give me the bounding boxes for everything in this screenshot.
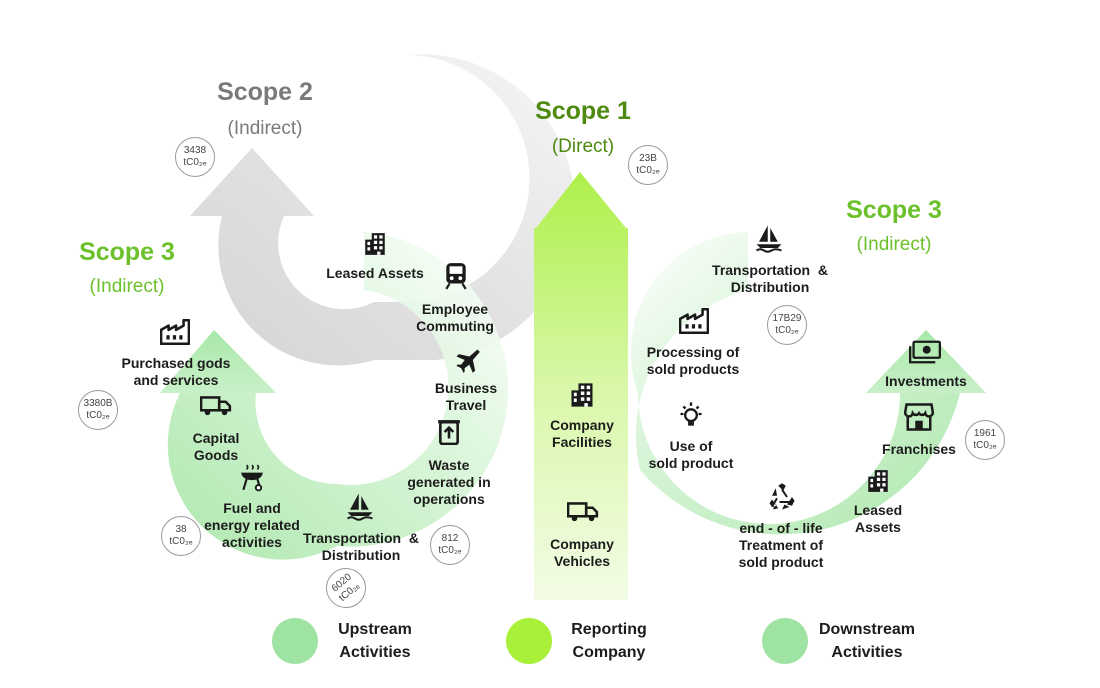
money-icon: [909, 340, 941, 364]
capital-goods-label: Capital Goods: [192, 430, 240, 463]
company-truck-icon: [567, 502, 599, 522]
employee-commuting-label: Employee Commuting: [416, 301, 494, 334]
downstream-leased-assets-label: Leased Assets: [853, 502, 903, 535]
company-vehicles-label: Company Vehicles: [550, 536, 614, 569]
scope3-downstream-subtitle: (Indirect): [856, 234, 932, 255]
investments-label: Investments: [885, 373, 967, 389]
purchased-goods-label: Purchased gods and services: [121, 355, 231, 388]
scope2-title: Scope 2: [217, 78, 313, 106]
legend-reporting-dot: [506, 618, 552, 664]
processing-label: Processing of sold products: [646, 344, 740, 377]
company-facilities-label: Company Facilities: [550, 417, 614, 450]
building-icon: [365, 233, 385, 255]
legend-downstream-label: Downstream Activities: [818, 621, 916, 661]
legend-upstream-label: Upstream Activities: [338, 621, 412, 661]
waste-label: Waste generated in operations: [407, 457, 491, 507]
fuel-energy-label: Fuel and energy related activities: [204, 500, 300, 550]
grill-icon: [241, 464, 263, 492]
scope1-title: Scope 1: [535, 97, 631, 125]
downstream-boat-icon: [755, 225, 782, 253]
shop-icon: [904, 403, 934, 431]
end-of-life-label: end - of - life Treatment of sold produc…: [738, 520, 824, 570]
downstream-arrow: [630, 232, 986, 535]
legend-downstream-dot: [762, 618, 808, 664]
upstream-arrowhead: [160, 330, 276, 393]
franchises-label: Franchises: [882, 441, 956, 457]
scope3-upstream-subtitle: (Indirect): [89, 276, 165, 297]
scope3-downstream-title: Scope 3: [846, 196, 942, 224]
legend-reporting-label: Reporting Company: [571, 621, 647, 661]
business-travel-label: Business Travel: [434, 380, 498, 413]
truck-icon: [200, 396, 232, 416]
processing-factory-icon: [679, 308, 709, 334]
company-building-icon: [571, 383, 593, 407]
upstream-transport-label: Transportation & Distribution: [303, 530, 419, 563]
recycle-icon: [769, 483, 795, 510]
boat-icon: [346, 493, 373, 521]
scope2-arrow: [190, 54, 576, 366]
use-of-sold-product-label: Use of sold product: [648, 438, 734, 471]
airplane-icon: [456, 349, 480, 373]
upstream-leased-assets-label: Leased Assets: [326, 265, 424, 281]
bulb-icon: [680, 402, 702, 426]
train-icon: [445, 263, 467, 290]
scope1-subtitle: (Direct): [551, 136, 615, 157]
legend-upstream-dot: [272, 618, 318, 664]
bin-icon: [438, 420, 460, 445]
scope2-subtitle: (Indirect): [227, 118, 303, 139]
scope3-upstream-title: Scope 3: [79, 238, 175, 266]
downstream-transport-label: Transportation & Distribution: [712, 262, 828, 295]
factory-icon: [160, 319, 190, 345]
leased-building-icon: [868, 470, 888, 492]
